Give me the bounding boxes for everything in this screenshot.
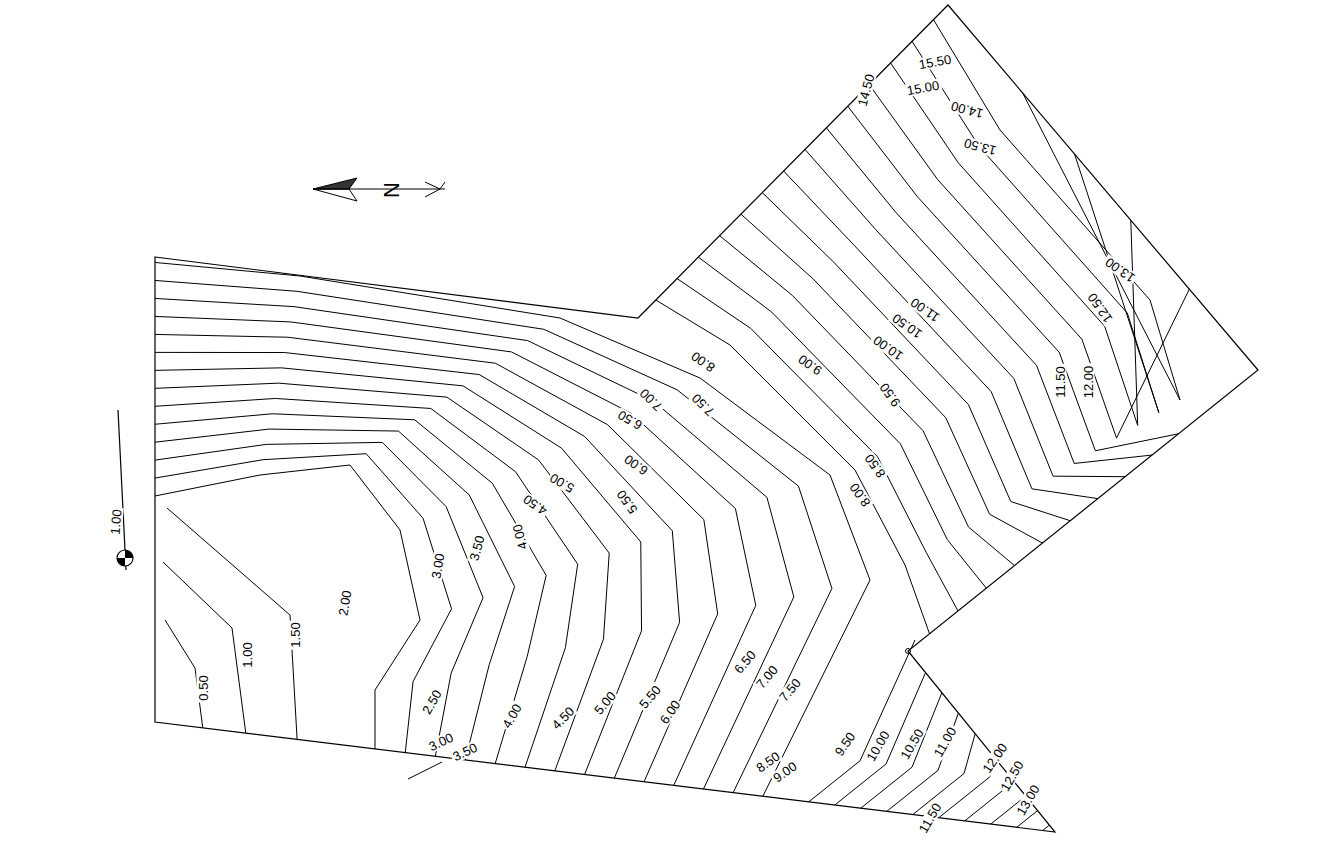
contour-label: 6.50 xyxy=(731,647,760,678)
contour-line xyxy=(645,293,934,645)
contour-label: 5.50 xyxy=(613,486,640,517)
contour-line xyxy=(710,227,1024,572)
contour-label: 15.00 xyxy=(904,78,942,97)
contour-label: 1.50 xyxy=(289,620,302,649)
contour-label: 12.50 xyxy=(997,757,1027,795)
contour-line xyxy=(163,562,248,750)
contour-label: 6.00 xyxy=(656,696,683,727)
contour-label: 7.00 xyxy=(636,385,666,415)
benchmark-level: 1.00 xyxy=(108,507,124,537)
contour-label: 6.50 xyxy=(614,407,646,433)
contour-label: 10.00 xyxy=(863,727,893,765)
contour-label: 9.50 xyxy=(876,379,903,410)
contour-line xyxy=(862,74,1195,438)
contour-label: 6.00 xyxy=(620,451,651,478)
contour-label: 2.00 xyxy=(336,587,354,618)
contour-line xyxy=(150,280,832,798)
contour-line xyxy=(150,262,870,802)
contour-label: 5.50 xyxy=(636,682,665,713)
contour-line xyxy=(797,140,1143,477)
contour-line xyxy=(150,316,756,791)
contour-label: 15.50 xyxy=(916,52,954,71)
north-label: N xyxy=(381,180,403,200)
contour-line xyxy=(150,368,642,780)
contour-label: 10.00 xyxy=(869,332,906,364)
contour-line xyxy=(150,429,515,766)
stray-line xyxy=(408,762,442,779)
contour-label: 14.00 xyxy=(948,99,987,121)
contour-label: 9.50 xyxy=(831,728,858,759)
contour-line xyxy=(150,414,546,770)
contour-label: 9.00 xyxy=(794,351,825,378)
contour-label: 7.50 xyxy=(688,390,718,420)
contour-label: 10.50 xyxy=(897,725,927,763)
contour-label: 12.50 xyxy=(1084,289,1116,326)
contour-label: 4.00 xyxy=(499,700,525,732)
contour-label: 3.00 xyxy=(429,550,447,581)
contour-label: 14.50 xyxy=(855,71,877,110)
contour-line xyxy=(150,383,609,776)
contour-line xyxy=(167,508,298,755)
contour-label: 8.00 xyxy=(846,479,873,510)
north-arrow xyxy=(313,178,445,201)
contour-label: 4.50 xyxy=(548,703,578,733)
corner-point xyxy=(906,649,911,654)
contour-line xyxy=(150,298,794,795)
contour-line xyxy=(688,249,993,597)
contour-label: 2.50 xyxy=(419,686,445,718)
contour-label: 8.00 xyxy=(687,348,718,375)
site-boundary xyxy=(155,5,1258,832)
contour-line xyxy=(731,206,1053,549)
contour-line xyxy=(753,184,1083,525)
contour-label: 3.50 xyxy=(467,532,487,564)
contour-line xyxy=(905,30,1159,412)
contour-line xyxy=(878,700,963,818)
contour-line xyxy=(150,352,680,783)
contour-label: 13.00 xyxy=(1101,254,1138,286)
contour-line xyxy=(150,454,452,759)
contour-label: 13.00 xyxy=(1013,781,1043,819)
contour-label: 5.00 xyxy=(546,470,578,496)
contour-line xyxy=(150,465,420,755)
contour-label: 11.50 xyxy=(915,799,944,836)
contour-line xyxy=(666,271,963,621)
contour-label: 11.00 xyxy=(930,723,959,760)
contour-line xyxy=(150,334,718,787)
contour-label: 1.00 xyxy=(241,640,254,669)
contour-label: 3.50 xyxy=(449,740,481,764)
contour-label: 4.00 xyxy=(510,521,530,553)
contour-label: 4.50 xyxy=(519,491,550,518)
contour-label: 7.50 xyxy=(776,675,805,706)
contour-line xyxy=(800,640,915,809)
contour-line xyxy=(840,96,1203,451)
contour-label: 0.50 xyxy=(197,673,210,702)
contour-label: 8.50 xyxy=(861,450,888,481)
contour-label: 7.00 xyxy=(753,662,782,693)
contour-lines xyxy=(150,8,1203,837)
contour-line xyxy=(826,660,931,812)
contour-label: 13.50 xyxy=(961,136,1000,158)
contour-line xyxy=(927,8,1180,400)
contour-line xyxy=(150,442,483,762)
benchmark-symbol xyxy=(117,410,133,570)
contour-label: 5.00 xyxy=(591,688,620,719)
contour-line xyxy=(818,118,1173,464)
contour-line xyxy=(150,398,578,773)
contour-line xyxy=(883,52,1137,425)
contour-label: 12.00 xyxy=(1082,364,1095,401)
contour-line xyxy=(775,162,1113,501)
contour-label: 11.50 xyxy=(1054,364,1067,400)
